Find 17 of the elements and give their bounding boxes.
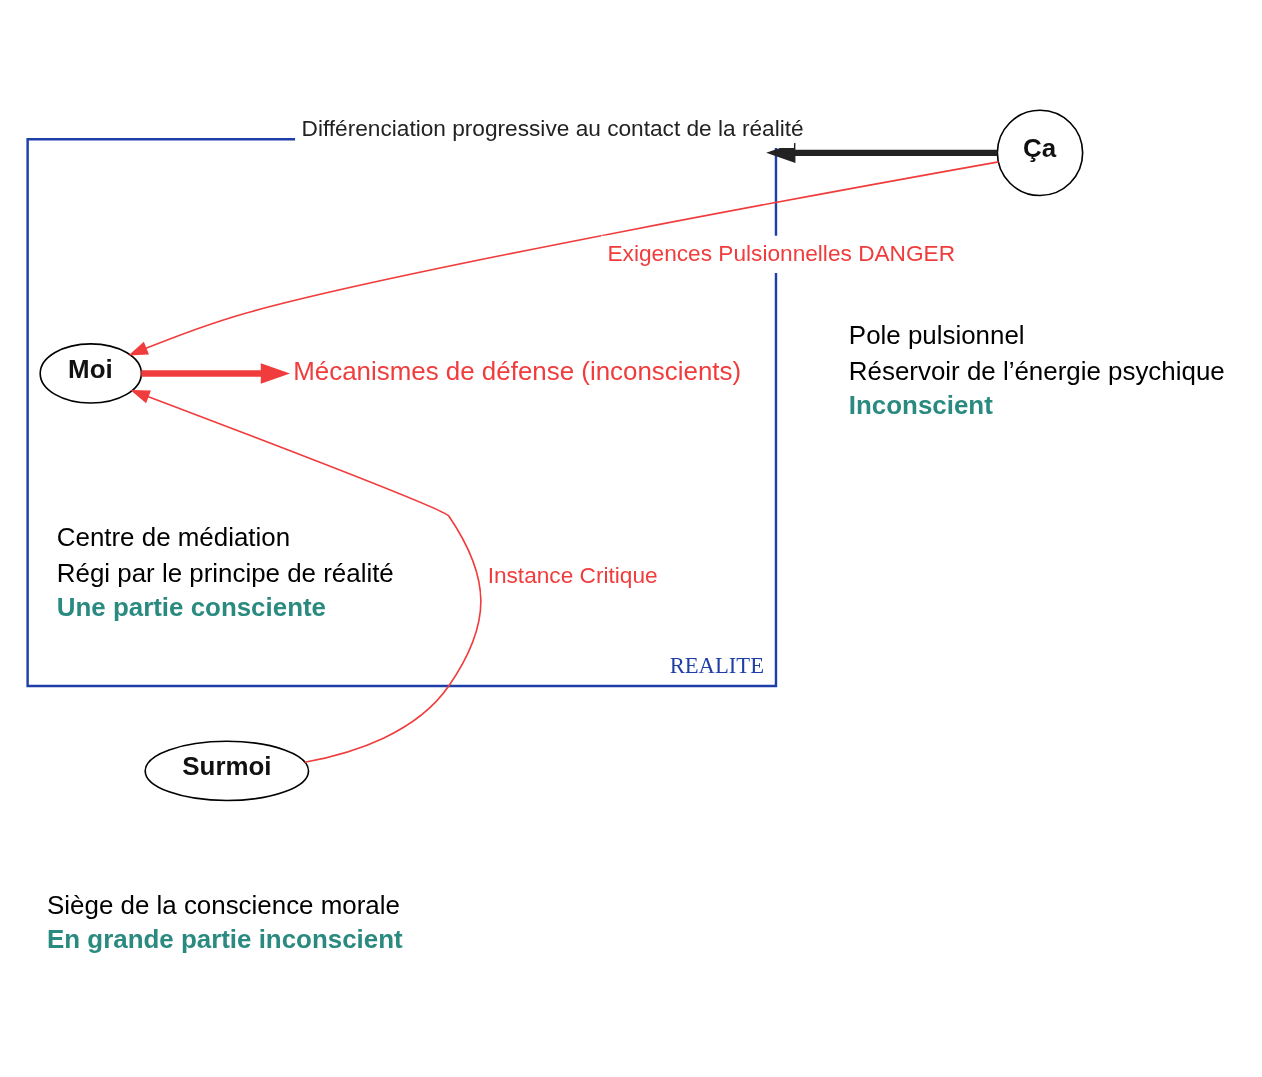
arrow [128, 160, 1000, 356]
arrow [141, 362, 290, 384]
node-label: Réservoir de l’énergie psychique [848, 356, 1225, 385]
node-label: En grande partie inconscient [47, 924, 403, 953]
node-ellipse: Surmoi [144, 740, 310, 801]
node-text: Mécanismes de défense (inconscients) [293, 356, 742, 385]
arrow [130, 389, 482, 763]
node-label: Inconscient [848, 390, 993, 419]
node-label: Une partie consciente [56, 592, 327, 621]
node-circle: Ça [996, 108, 1084, 196]
edge-label: Instance Critique [487, 561, 658, 588]
node-label: Centre de médiation [56, 522, 291, 551]
node-label: Régi par le principe de réalité [56, 558, 394, 587]
arrow [766, 142, 998, 163]
node-ellipse: Moi [39, 342, 143, 404]
node-label: Siège de la conscience morale [47, 890, 400, 919]
node-label: Pole pulsionnel [848, 320, 1025, 349]
